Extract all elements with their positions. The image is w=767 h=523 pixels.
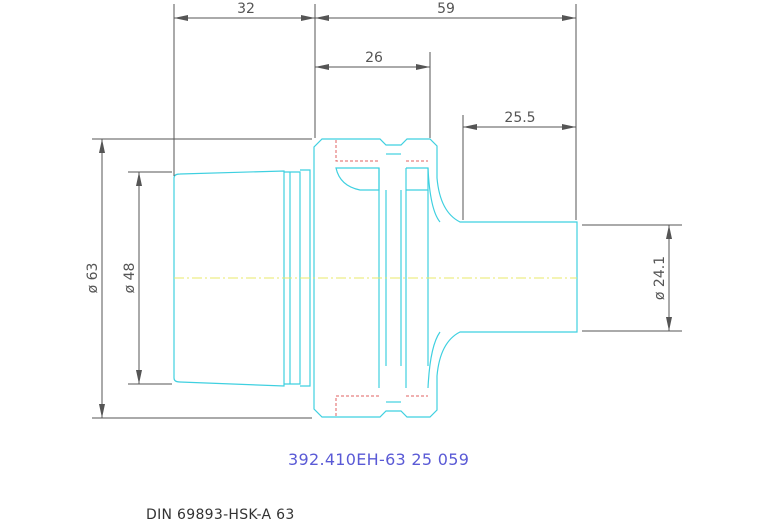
hsk-taper: [173, 170, 285, 387]
hidden-line-bottom: [335, 395, 428, 416]
standard-designation: DIN 69893-HSK-A 63: [146, 507, 295, 523]
drive-slot-top: [335, 167, 380, 191]
shank-neck-bottom: [427, 331, 441, 389]
dimension-25-5: 25.5: [463, 110, 576, 130]
dim-label-dia-63: ø 63: [85, 263, 101, 294]
hidden-lines: [335, 140, 428, 416]
extension-lines: [92, 4, 682, 419]
dim-label-dia-24-1: ø 24.1: [652, 256, 668, 300]
part-number: 392.410EH-63 25 059: [288, 450, 469, 469]
dim-label-dia-48: ø 48: [122, 263, 138, 294]
dimension-dia-24-1: ø 24.1: [652, 225, 672, 331]
dimension-dia-48: ø 48: [122, 172, 142, 384]
dimension-26: 26: [315, 50, 430, 70]
drive-slot-top-right: [406, 167, 429, 191]
hidden-line-top: [335, 140, 428, 162]
dim-label-26: 26: [365, 50, 383, 66]
dim-label-59: 59: [437, 1, 455, 17]
shank-neck: [427, 167, 441, 223]
dim-label-25-5: 25.5: [504, 110, 535, 126]
dimension-59: 59: [315, 1, 576, 21]
flange-body: [313, 138, 578, 418]
dim-label-32: 32: [237, 1, 255, 17]
dimension-32: 32: [174, 1, 315, 21]
dimension-dia-63: ø 63: [85, 139, 105, 418]
